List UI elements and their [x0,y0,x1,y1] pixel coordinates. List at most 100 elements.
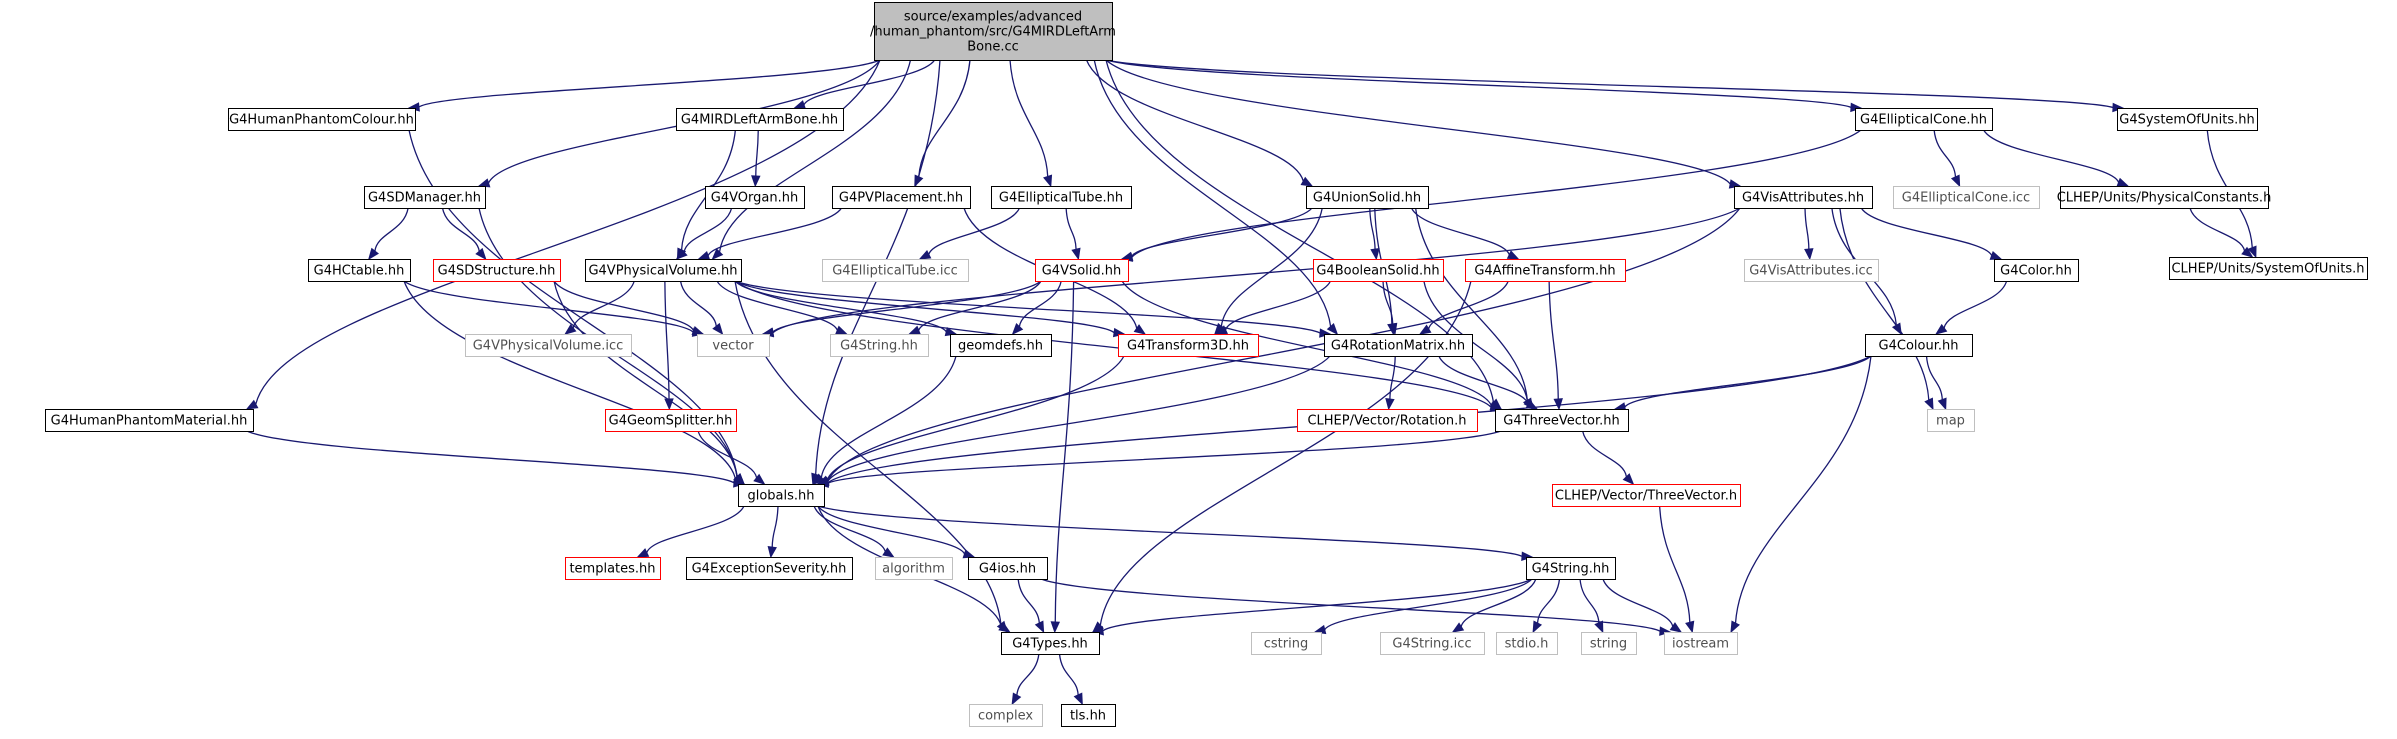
node-box [465,334,632,357]
edge-globals-to-exceptionSeverity [767,505,779,559]
node-label: G4Colour.hh [1879,339,1959,354]
node-stdio: stdio.h [1496,632,1558,655]
edge-g4String-to-stdio [1532,578,1561,634]
node-label: G4SDManager.hh [368,191,481,206]
node-box [968,557,1048,580]
node-unionSolid[interactable]: G4UnionSolid.hh [1306,186,1429,209]
node-label: G4SystemOfUnits.hh [2119,113,2254,128]
node-sdManager[interactable]: G4SDManager.hh [364,186,486,209]
edge-ellipticalCone-to-physicalConstants [1983,129,2130,187]
node-label: map [1936,414,1965,429]
node-globals[interactable]: globals.hh [738,484,825,507]
node-label: complex [978,709,1033,724]
node-systemOfUnits[interactable]: G4SystemOfUnits.hh [2117,108,2258,131]
node-affineTransform[interactable]: G4AffineTransform.hh [1465,259,1626,282]
edge-root-to-unionSolid [1085,59,1314,187]
node-g4ios[interactable]: G4ios.hh [968,557,1048,580]
node-box [1306,186,1429,209]
node-box [1380,632,1485,655]
edge-vPhysicalVolume-to-g4StringTop [716,280,848,335]
node-label: G4VisAttributes.icc [1749,264,1873,279]
node-humanPhantomMaterial[interactable]: G4HumanPhantomMaterial.hh [45,409,254,432]
node-vSolid[interactable]: G4VSolid.hh [1035,259,1129,282]
file-nodes: source/examples/advanced/human_phantom/s… [45,2,2368,727]
node-g4StringIcc: G4String.icc [1380,632,1485,655]
node-box [585,259,742,282]
node-sdStructure[interactable]: G4SDStructure.hh [433,259,561,282]
node-root[interactable]: source/examples/advanced/human_phantom/s… [870,2,1116,61]
node-box [830,334,929,357]
edge-globals-to-algorithm [813,505,895,558]
edge-booleanSolid-to-transform3D [1215,280,1332,335]
node-box [565,557,661,580]
edge-clhepThreeVector-to-iostream [1658,505,1695,634]
node-physicalConstants[interactable]: CLHEP/Units/PhysicalConstants.h [2057,186,2272,209]
node-visAttributesIcc: G4VisAttributes.icc [1744,259,1879,282]
node-label: tls.hh [1070,709,1106,724]
node-box [950,334,1052,357]
edge-vSolid-to-vector [761,280,1042,337]
node-box [1035,259,1129,282]
node-box [1465,259,1626,282]
node-label: G4VPhysicalVolume.icc [473,339,624,354]
node-label: G4String.hh [840,339,918,354]
edge-ellipticalTube-to-ellipticalTubeIcc [918,207,1021,260]
node-label: G4EllipticalTube.icc [832,264,958,279]
node-humanPhantomColour[interactable]: G4HumanPhantomColour.hh [228,108,416,131]
edge-ellipticalTube-to-vSolid [1065,207,1081,261]
node-clhepSystemOfUnits[interactable]: CLHEP/Units/SystemOfUnits.h [2169,257,2368,280]
node-box [991,186,1132,209]
node-visAttributes[interactable]: G4VisAttributes.hh [1734,186,1873,209]
node-tls[interactable]: tls.hh [1061,704,1116,727]
node-clhepRotation[interactable]: CLHEP/Vector/Rotation.h [1297,409,1478,432]
edge-root-to-pvPlacement [914,59,971,188]
node-iostream: iostream [1664,632,1738,655]
node-pvPlacement[interactable]: G4PVPlacement.hh [832,186,971,209]
edge-colour-to-threeVector [1613,355,1872,412]
node-booleanSolid[interactable]: G4BooleanSolid.hh [1313,259,1444,282]
edge-types-to-tls [1058,653,1083,706]
node-box [1001,632,1100,655]
edge-colour-to-map [1925,355,1947,411]
node-threeVector[interactable]: G4ThreeVector.hh [1495,409,1629,432]
node-label: G4Types.hh [1012,637,1088,652]
node-label: /human_phantom/src/G4MIRDLeftArm [870,25,1116,40]
edge-sdManager-to-hcTable [368,207,409,261]
node-clhepThreeVector[interactable]: CLHEP/Vector/ThreeVector.h [1552,484,1741,507]
node-box [2169,257,2368,280]
edge-threeVector-to-clhepThreeVector [1581,430,1635,485]
edge-root-to-rotationMatrix [1093,59,1339,336]
edge-transform3D-to-globals [816,355,1125,485]
node-box [875,557,953,580]
node-geomSplitter[interactable]: G4GeomSplitter.hh [605,409,737,432]
node-geomdefs[interactable]: geomdefs.hh [950,334,1052,357]
node-transform3D[interactable]: G4Transform3D.hh [1118,334,1259,357]
edge-physicalConstants-to-clhepSystemOfUnits [2189,207,2254,258]
node-box [364,186,486,209]
node-mirdLeftArmBone[interactable]: G4MIRDLeftArmBone.hh [676,108,844,131]
node-rotationMatrix[interactable]: G4RotationMatrix.hh [1324,334,1473,357]
edge-root-to-ellipticalTube [1009,59,1053,188]
node-colour[interactable]: G4Colour.hh [1865,334,1973,357]
node-vOrgan[interactable]: G4VOrgan.hh [705,186,805,209]
node-hcTable[interactable]: G4HCtable.hh [308,259,411,282]
edge-visAttributes-to-map [1839,207,1934,411]
node-ellipticalTubeIcc: G4EllipticalTube.icc [822,259,969,282]
node-box [2060,186,2269,209]
node-ellipticalCone[interactable]: G4EllipticalCone.hh [1855,108,1993,131]
node-color[interactable]: G4Color.hh [1994,259,2079,282]
node-box [1526,557,1616,580]
node-ellipticalTube[interactable]: G4EllipticalTube.hh [991,186,1132,209]
node-box [1893,186,2040,209]
node-g4String[interactable]: G4String.hh [1526,557,1616,580]
node-label: source/examples/advanced [904,10,1082,25]
node-exceptionSeverity[interactable]: G4ExceptionSeverity.hh [686,557,853,580]
node-box [433,259,561,282]
node-types[interactable]: G4Types.hh [1001,632,1100,655]
node-vPhysicalVolume[interactable]: G4VPhysicalVolume.hh [585,259,742,282]
node-vector: vector [697,334,770,357]
node-box [1251,632,1322,655]
node-templates[interactable]: templates.hh [565,557,661,580]
node-label: G4String.hh [1532,562,1610,577]
